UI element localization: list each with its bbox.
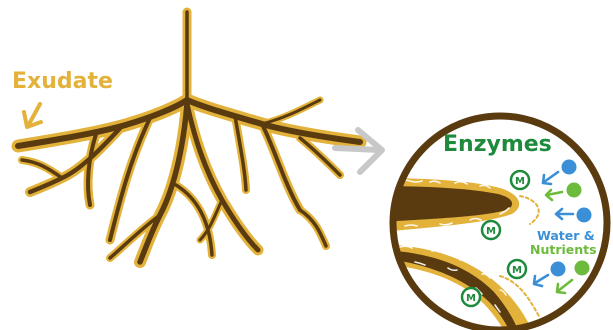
- water-dot-icon: [551, 262, 566, 277]
- microbe-letter: M: [515, 176, 525, 187]
- enzymes-label: Enzymes: [443, 132, 552, 157]
- zoom-circle: Enzymes Water & Nutrients M M M M: [380, 116, 607, 330]
- nutrient-dot-icon: [567, 183, 582, 198]
- nutrients-label: Nutrients: [530, 242, 597, 257]
- root-system: [18, 12, 360, 262]
- water-dot-icon: [562, 160, 577, 175]
- down-left-arrow-icon: [24, 104, 41, 127]
- microbe-letter: M: [512, 265, 522, 276]
- microbe-letter: M: [486, 226, 496, 237]
- exudate-label: Exudate: [12, 69, 113, 94]
- microbe-icon: M: [511, 171, 529, 189]
- water-dot-icon: [577, 208, 592, 223]
- microbe-icon: M: [462, 288, 480, 306]
- nutrient-dot-icon: [575, 261, 590, 276]
- microbe-icon: M: [482, 221, 500, 239]
- microbe-icon: M: [508, 260, 526, 278]
- water-label: Water &: [537, 228, 595, 243]
- microbe-letter: M: [466, 293, 476, 304]
